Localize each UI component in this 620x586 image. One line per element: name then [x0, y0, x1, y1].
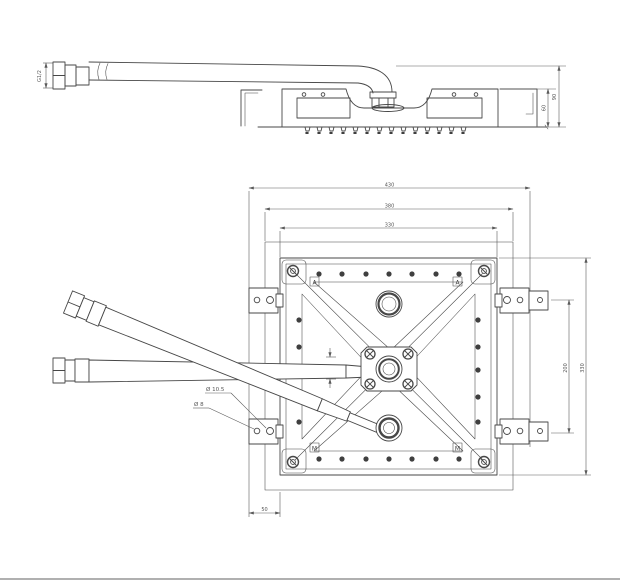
- side-elbow-fitting: [357, 65, 405, 112]
- panel-height-label: 330: [580, 363, 586, 373]
- bracket-top-left: [248, 287, 284, 314]
- corner-markers: A A M M: [309, 276, 463, 453]
- bracket-bottom-left: [248, 418, 284, 445]
- hole-label-large: Ø 10.5: [206, 386, 225, 393]
- flange-bolts: [364, 348, 414, 390]
- hose-diagonal: [63, 290, 381, 433]
- mounting-brackets: [248, 287, 549, 445]
- side-thread-dimension: G1/2: [36, 62, 53, 89]
- marker-bottom-right: M: [455, 446, 460, 453]
- top-water-port: [375, 290, 403, 318]
- hole-label-small: Ø 8: [194, 401, 204, 408]
- side-left-hook: [240, 89, 263, 127]
- plan-view: 430 380 330: [52, 182, 591, 517]
- hole-spacing-label: 200: [563, 363, 569, 373]
- side-shower-panel: [281, 88, 499, 134]
- side-thread-label: G1/2: [37, 70, 43, 82]
- fitting-mini-dimension: [326, 348, 336, 388]
- plan-dimension-bottom: 50: [248, 492, 281, 517]
- side-view: G1/2: [36, 61, 566, 134]
- hole-callouts: Ø 10.5 Ø 8: [193, 385, 267, 430]
- plan-dimensions-right: 330 200: [499, 257, 591, 476]
- side-dimensions: 90 60: [396, 65, 566, 128]
- center-inlet-flange: [360, 346, 418, 392]
- side-panel-height-label: 60: [542, 105, 548, 111]
- frame-width-label: 380: [385, 204, 395, 210]
- side-total-height-label: 90: [552, 94, 558, 100]
- marker-bottom-left: M: [312, 446, 317, 453]
- panel-width-label: 330: [385, 223, 395, 229]
- lower-water-port: [375, 414, 403, 442]
- edge-offset-label: 50: [261, 507, 267, 513]
- side-inlet-hose: [52, 61, 359, 90]
- bracket-top-right: [494, 287, 549, 314]
- plan-dimensions-top: 430 380 330: [248, 182, 531, 517]
- overall-width-label: 430: [385, 183, 395, 189]
- bracket-bottom-right: [494, 418, 549, 445]
- nozzle-row: [304, 126, 467, 132]
- page-footer-rule: [0, 577, 620, 580]
- marker-top-right: A: [455, 280, 460, 287]
- corner-screws: [281, 259, 496, 474]
- marker-top-left: A: [312, 280, 317, 287]
